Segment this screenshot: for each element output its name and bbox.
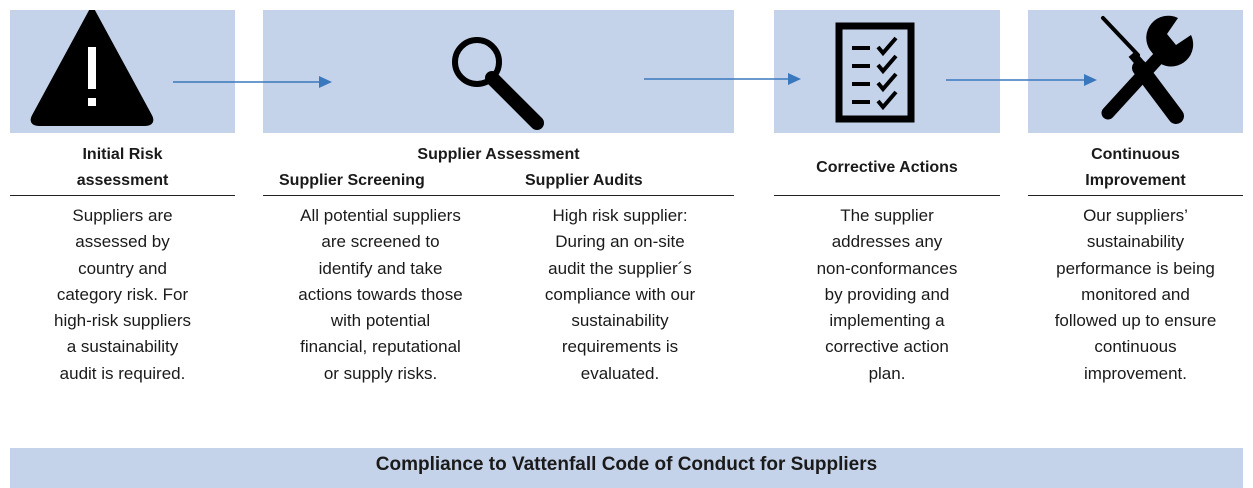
initial-risk-line: country and [78,258,167,278]
supplier-audits-title: Supplier Audits [525,172,643,189]
initial-risk-icon-box [10,10,235,133]
initial-risk-line: category risk. For [56,284,189,304]
supplier-screening-title: Supplier Screening [279,172,425,189]
initial-risk-title-line1: Initial Risk [82,146,163,163]
initial-risk-line: high-risk suppliers [54,311,191,331]
supplier-assessment-divider [263,195,734,196]
supplier-screening-line: are screened to [321,232,440,252]
code-of-conduct-banner-text: Compliance to Vattenfall Code of Conduct… [375,454,878,475]
supplier-audits-line: compliance with our [544,284,696,304]
continuous-improvement-line: monitored and [1081,284,1190,304]
initial-risk-title-line2: assessment [76,172,169,189]
arrow-3 [946,74,1097,86]
continuous-improvement-line: sustainability [1086,232,1185,252]
initial-risk-line: audit is required. [59,363,186,383]
continuous-improvement-line: followed up to ensure [1054,311,1217,331]
initial-risk-description: Suppliers are assessed by country and ca… [10,203,235,387]
checklist-icon [835,22,915,123]
continuous-improvement-title-line1: Continuous [1091,146,1180,163]
supplier-audits-line: requirements is [561,337,679,357]
supplier-audits-description: High risk supplier: During an on-site au… [505,203,735,387]
initial-risk-line: assessed by [75,232,170,252]
code-of-conduct-banner: Compliance to Vattenfall Code of Conduct… [10,448,1243,488]
continuous-improvement-title-line2: Improvement [1085,172,1186,189]
arrow-2 [644,73,801,85]
continuous-improvement-line: Our suppliers’ [1083,206,1188,225]
supplier-audits-line: evaluated. [580,363,660,383]
corrective-actions-title: Corrective Actions [816,159,958,176]
arrow-1 [173,76,332,88]
continuous-improvement-line: performance is being [1056,258,1215,278]
corrective-actions-line: plan. [868,363,906,383]
corrective-actions-line: addresses any [831,232,943,252]
supplier-audits-line: sustainability [571,311,669,331]
continuous-improvement-description: Our suppliers’ sustainability performanc… [1028,203,1243,387]
corrective-actions-line: implementing a [829,311,945,331]
continuous-improvement-line: continuous [1094,337,1177,357]
supplier-screening-line: financial, reputational [300,337,461,357]
supplier-audits-line: audit the supplier´s [548,258,692,278]
tools-icon [1101,15,1194,124]
corrective-actions-line: corrective action [825,337,949,357]
supplier-screening-line: All potential suppliers [300,206,461,225]
initial-risk-title: Initial Risk assessment [10,142,235,194]
initial-risk-line: Suppliers are [72,206,173,225]
supplier-screening-line: identify and take [318,258,443,278]
initial-risk-divider [10,195,235,196]
corrective-actions-line: by providing and [824,284,950,304]
supplier-audits-line: During an on-site [555,232,685,252]
corrective-actions-icon-box [774,10,1000,133]
corrective-actions-line: The supplier [840,206,934,225]
supplier-screening-line: actions towards those [298,284,463,304]
continuous-improvement-title: Continuous Improvement [1028,142,1243,194]
supplier-audits-line: High risk supplier: [552,206,688,225]
corrective-actions-line: non-conformances [816,258,958,278]
corrective-actions-description: The supplier addresses any non-conforman… [774,203,1000,387]
supplier-screening-line: or supply risks. [323,363,438,383]
supplier-screening-line: with potential [330,311,431,331]
initial-risk-line: a sustainability [66,337,179,357]
continuous-improvement-icon-box [1028,10,1243,133]
search-icon [452,37,544,130]
continuous-improvement-line: improvement. [1084,363,1187,383]
supplier-screening-description: All potential suppliers are screened to … [263,203,498,387]
corrective-actions-divider [774,195,1000,196]
supplier-assessment-icon-box [263,10,734,133]
warning-icon [30,10,154,126]
continuous-improvement-divider [1028,195,1243,196]
supplier-assessment-title: Supplier Assessment [417,146,580,163]
